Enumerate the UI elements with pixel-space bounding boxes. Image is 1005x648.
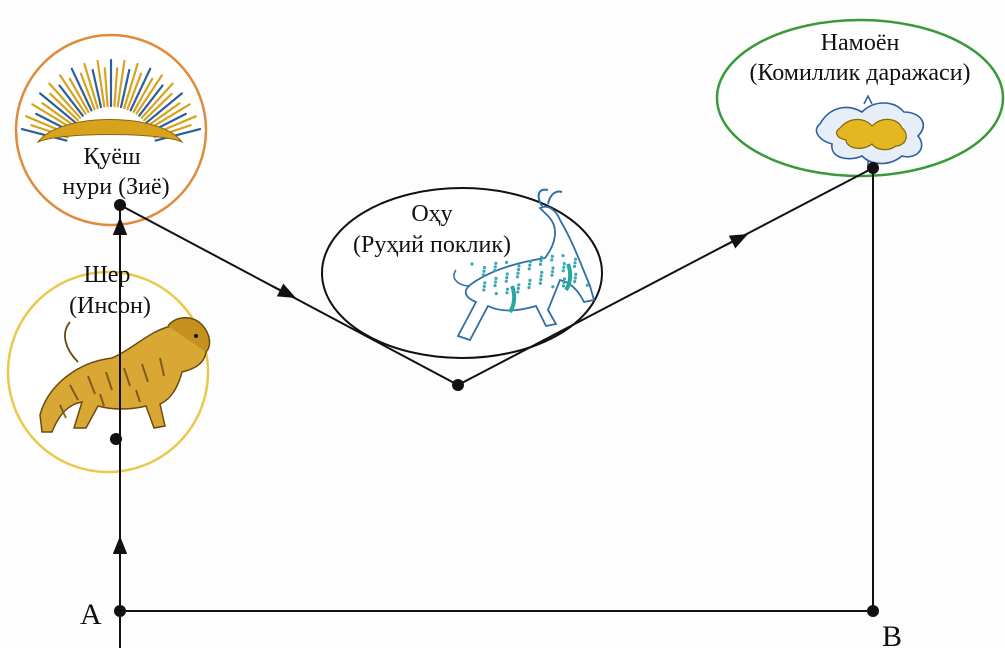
lion-icon [39, 317, 211, 433]
namoyon-ellipse [715, 18, 1005, 178]
deer-ellipse [321, 187, 603, 359]
path-lines [119, 167, 874, 648]
line-valley-to-top [457, 167, 874, 386]
lion-label-line2: (Инсон) [69, 293, 151, 319]
sun-label-line2: нури (Зиё) [62, 174, 169, 200]
lion-label-line1: Шер [84, 262, 131, 288]
arrow-up-right [723, 233, 749, 249]
arrows [112, 217, 749, 560]
gazelle-icon [453, 188, 596, 342]
namoyon-label-line1: Намоён [821, 30, 900, 56]
ornament-icon [815, 94, 924, 168]
point-b [867, 605, 879, 617]
point-sun [114, 199, 126, 211]
namoyon-label-line2: (Комиллик даражаси) [749, 60, 970, 86]
deer-label-line2: (Руҳий поклик) [353, 232, 511, 258]
sun-label-line1: Қуёш [83, 144, 141, 170]
point-top [867, 162, 879, 174]
point-lion [110, 433, 122, 445]
arrow-down-right [271, 283, 297, 299]
point-a [114, 605, 126, 617]
deer-label-line1: Оҳу [411, 201, 452, 227]
point-b-label: B [882, 620, 902, 648]
sun-rays-icon [20, 58, 202, 144]
points [110, 162, 879, 617]
point-a-label: A [80, 598, 102, 631]
point-valley [452, 379, 464, 391]
